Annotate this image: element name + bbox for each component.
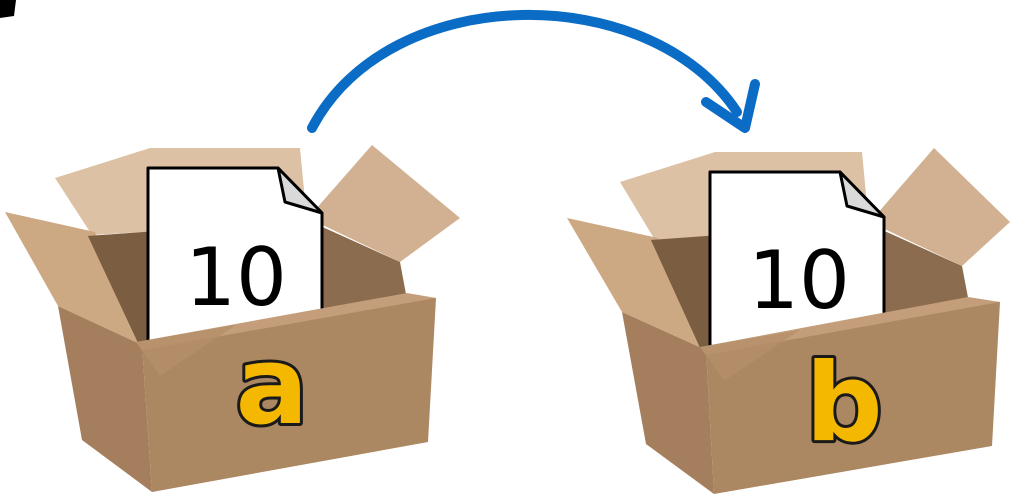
edge-fragment xyxy=(0,0,16,18)
box-label: b xyxy=(805,341,882,466)
box-label: a xyxy=(236,324,309,449)
box-b: 10 b xyxy=(567,148,1010,494)
curved-arrow-icon xyxy=(312,15,755,128)
box-a: 10 a xyxy=(5,145,460,492)
card-value: 10 xyxy=(185,231,287,324)
card-value: 10 xyxy=(748,234,850,327)
arrow-curve xyxy=(312,15,737,128)
